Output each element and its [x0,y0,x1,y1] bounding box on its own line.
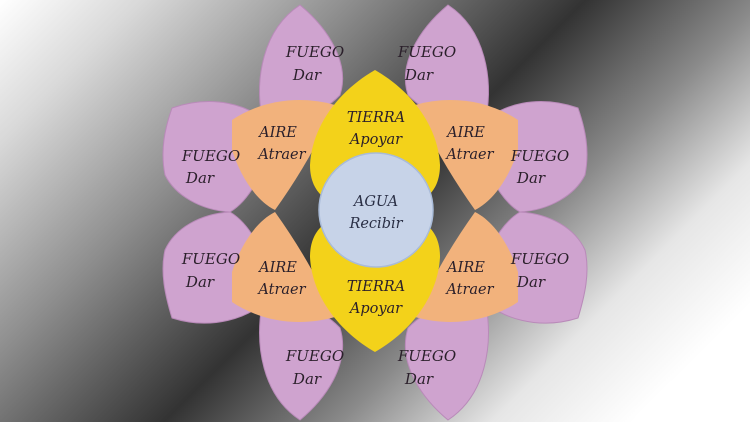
aire-label-upper-right: AIRE [445,125,485,141]
fuego-label-bottom-right: FUEGO [397,347,456,365]
fuego-sublabel-bottom-left: Dar [292,370,322,388]
agua-labels: AGUA Recibir [348,194,403,232]
aire-label-lower-right: AIRE [445,260,485,276]
aire-petal-upper-right [415,100,518,210]
fuego-sublabel-top-right: Dar [404,66,434,84]
tierra-sublabel-bottom: Apoyar [348,301,403,317]
aire-petal-lower-right [415,212,518,322]
aire-petals [232,100,518,322]
fuego-sublabel-lower-right: Dar [516,273,546,291]
fuego-labels: FUEGO Dar FUEGO Dar FUEGO Dar FUEGO Dar … [181,43,569,388]
fuego-sublabel-upper-right: Dar [516,169,546,187]
aire-sublabel-upper-left: Atraer [256,147,306,163]
aire-label-lower-left: AIRE [257,260,297,276]
aire-sublabel-upper-right: Atraer [444,147,494,163]
fuego-sublabel-top-left: Dar [292,66,322,84]
tierra-sublabel-top: Apoyar [348,132,403,148]
tierra-label-bottom: TIERRA [347,279,405,295]
aire-labels: AIRE Atraer AIRE Atraer AIRE Atraer AIRE… [256,125,494,298]
tierra-labels: TIERRA Apoyar TIERRA Apoyar [347,110,405,317]
fuego-sublabel-bottom-right: Dar [404,370,434,388]
fuego-sublabel-upper-left: Dar [185,169,215,187]
fuego-label-upper-right: FUEGO [510,147,569,165]
agua-center [318,152,434,268]
fuego-sublabel-lower-left: Dar [185,273,215,291]
aire-sublabel-lower-right: Atraer [444,282,494,298]
fuego-label-upper-left: FUEGO [181,147,240,165]
fuego-label-top-right: FUEGO [397,43,456,61]
aire-petal-upper-left [232,100,335,210]
aire-sublabel-lower-left: Atraer [256,282,306,298]
fuego-label-top-left: FUEGO [285,43,344,61]
aire-petal-lower-left [232,212,335,322]
fuego-label-bottom-left: FUEGO [285,347,344,365]
tierra-label-top: TIERRA [347,110,405,126]
agua-sublabel: Recibir [348,216,403,232]
fuego-label-lower-left: FUEGO [181,250,240,268]
fuego-label-lower-right: FUEGO [510,250,569,268]
agua-label: AGUA [352,194,398,210]
aire-label-upper-left: AIRE [257,125,297,141]
